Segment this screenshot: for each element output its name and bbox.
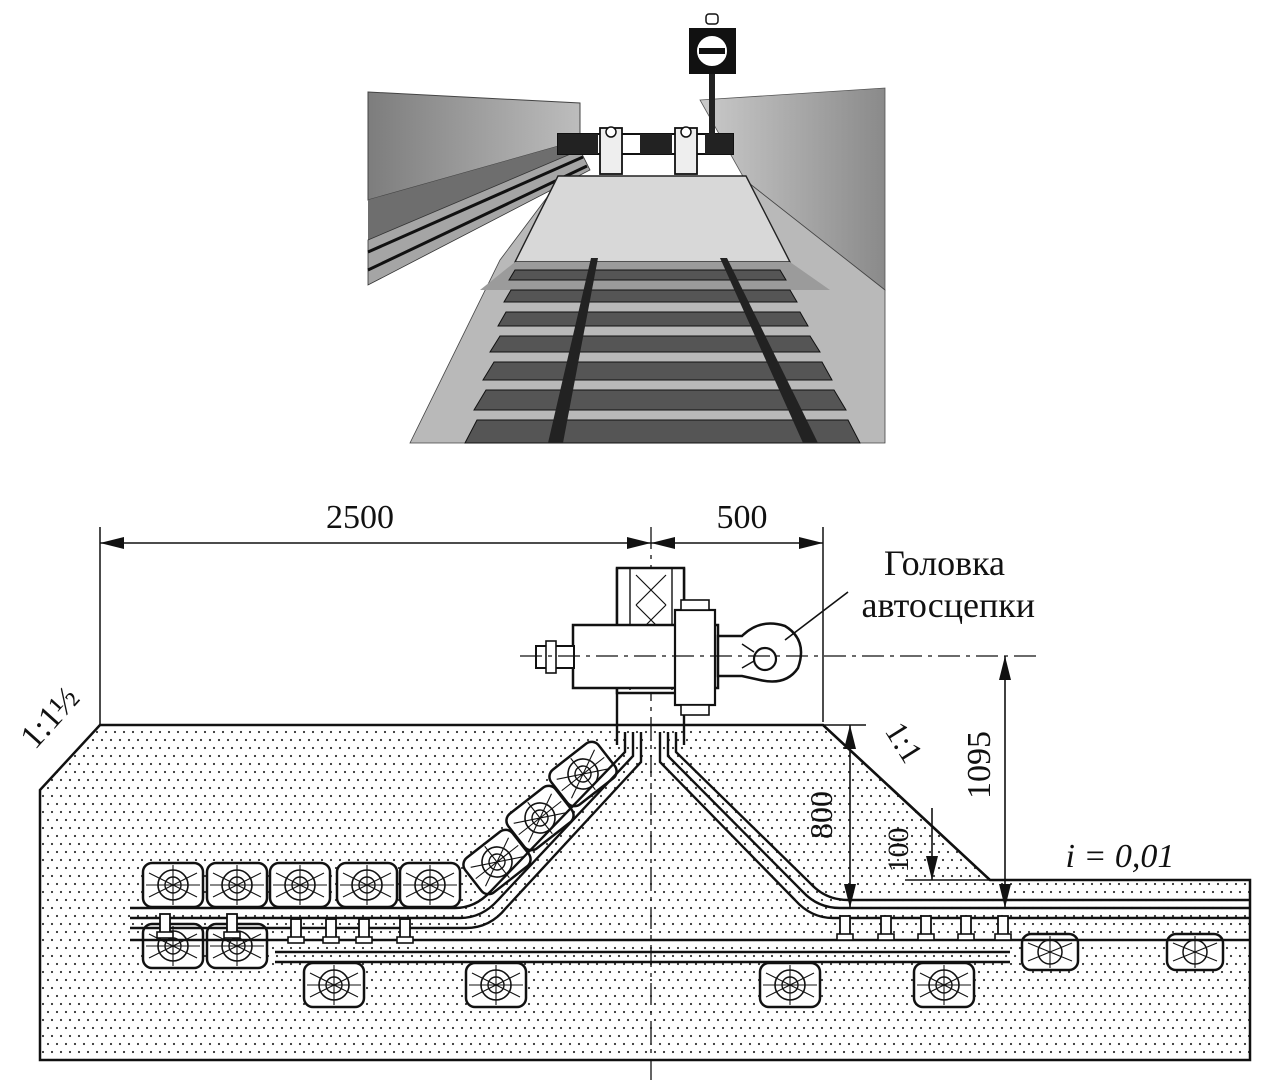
dim-label-100: 100 <box>882 828 915 873</box>
dimension-100 <box>905 808 990 881</box>
callout-line2: автосцепки <box>862 585 1035 625</box>
stop-cross-section: 2500 500 Головка автосцепки 1095 800 100… <box>13 499 1252 1080</box>
grade-label: i = 0,01 <box>1066 838 1175 875</box>
dim-label-500: 500 <box>717 499 768 536</box>
dimension-800 <box>823 724 866 908</box>
slope-label-left: 1:1½ <box>13 680 87 756</box>
dim-label-1095: 1095 <box>961 731 998 799</box>
dim-label-2500: 2500 <box>326 499 394 536</box>
callout-leader <box>784 591 849 641</box>
dead-end-photo <box>367 13 886 444</box>
callout-line1: Головка <box>884 543 1005 583</box>
rail-bundle <box>130 568 1250 964</box>
buffer-head-assembly <box>535 566 803 716</box>
top-dimension <box>100 537 823 549</box>
slope-label-right: 1:1 <box>878 715 930 769</box>
dim-label-800: 800 <box>803 791 839 839</box>
dimension-1095 <box>999 656 1011 908</box>
